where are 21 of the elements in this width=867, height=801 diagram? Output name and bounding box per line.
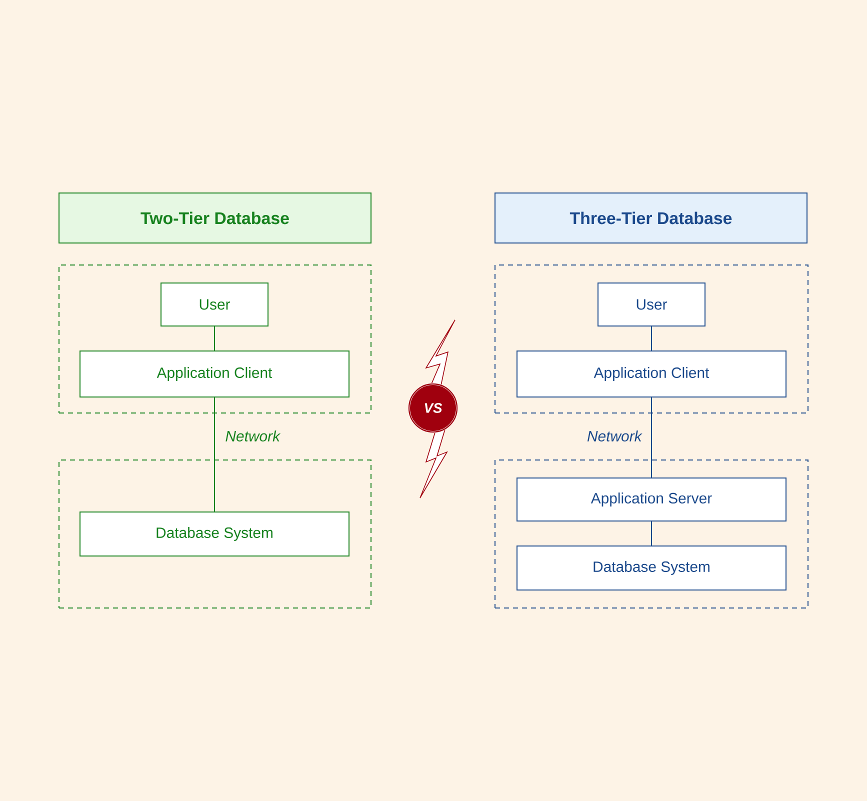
connector-line <box>651 521 652 546</box>
process-box: User <box>598 282 706 326</box>
process-box: Application Client <box>80 350 350 398</box>
process-box: Database System <box>516 546 786 590</box>
title-box: Two-Tier Database <box>58 192 372 244</box>
tier-group <box>58 460 372 608</box>
connector-line <box>651 397 652 478</box>
tier-group <box>58 264 372 414</box>
process-box: Application Client <box>516 350 786 398</box>
edge-label: Network <box>224 430 282 442</box>
connector-line <box>214 326 215 351</box>
tier-group <box>494 264 808 414</box>
connector-line <box>651 326 652 351</box>
title-box: Three-Tier Database <box>494 192 808 244</box>
vs-badge: VS <box>408 383 458 433</box>
tier-group <box>494 460 808 608</box>
process-box: Application Server <box>516 478 786 522</box>
process-box: User <box>160 282 268 326</box>
connector-line <box>214 397 215 512</box>
process-box: Database System <box>80 512 350 556</box>
edge-label: Network <box>586 430 643 442</box>
